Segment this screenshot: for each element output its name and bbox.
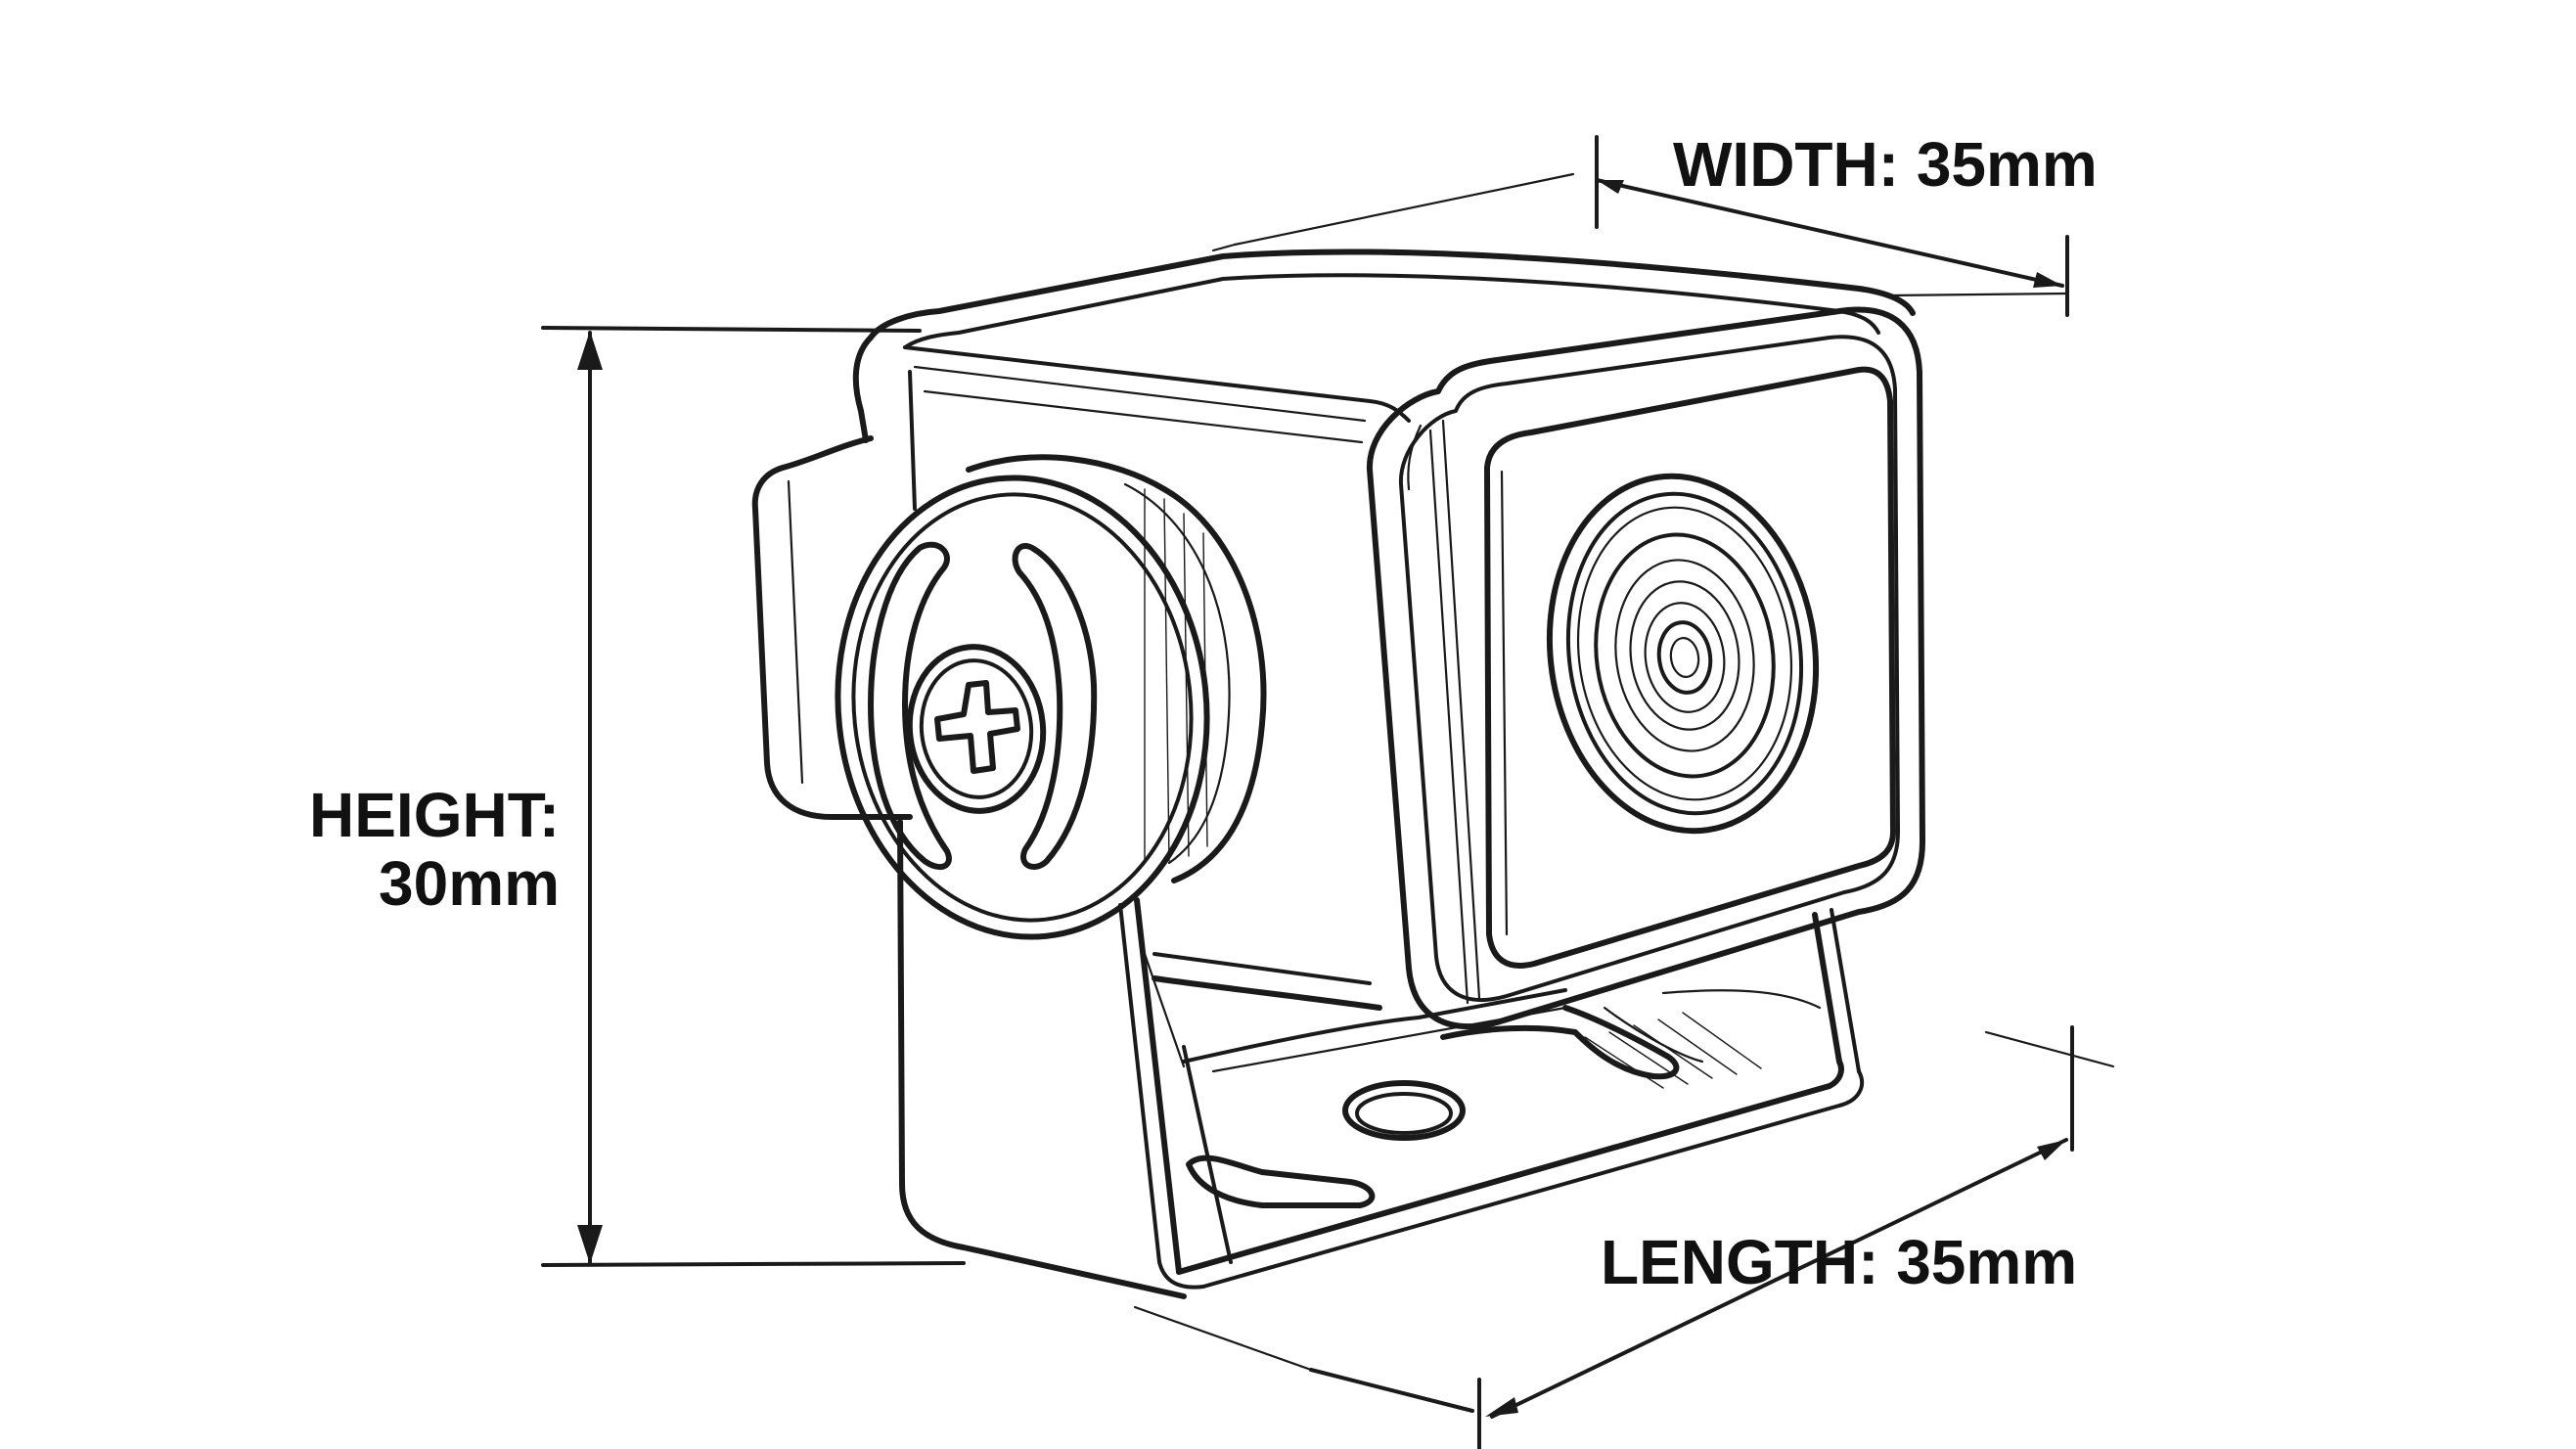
- height-label-line2: 30mm: [379, 848, 560, 919]
- length-dimension: [1133, 1025, 2115, 1449]
- dimension-lines: [541, 135, 2115, 1449]
- lens-panel: [1366, 306, 1925, 1029]
- camera-lens: [1546, 473, 1820, 835]
- pivot-knob: [835, 454, 1267, 940]
- mounting-bracket: [897, 819, 1865, 1299]
- width-dimension: [1211, 135, 2069, 317]
- length-label: LENGTH: 35mm: [1601, 1227, 2077, 1297]
- height-label-line1: HEIGHT:: [309, 780, 560, 850]
- rear-mount-tab: [751, 435, 913, 820]
- height-dimension: [541, 326, 966, 1267]
- width-label: WIDTH: 35mm: [1673, 129, 2098, 200]
- camera-illustration: [751, 249, 1925, 1299]
